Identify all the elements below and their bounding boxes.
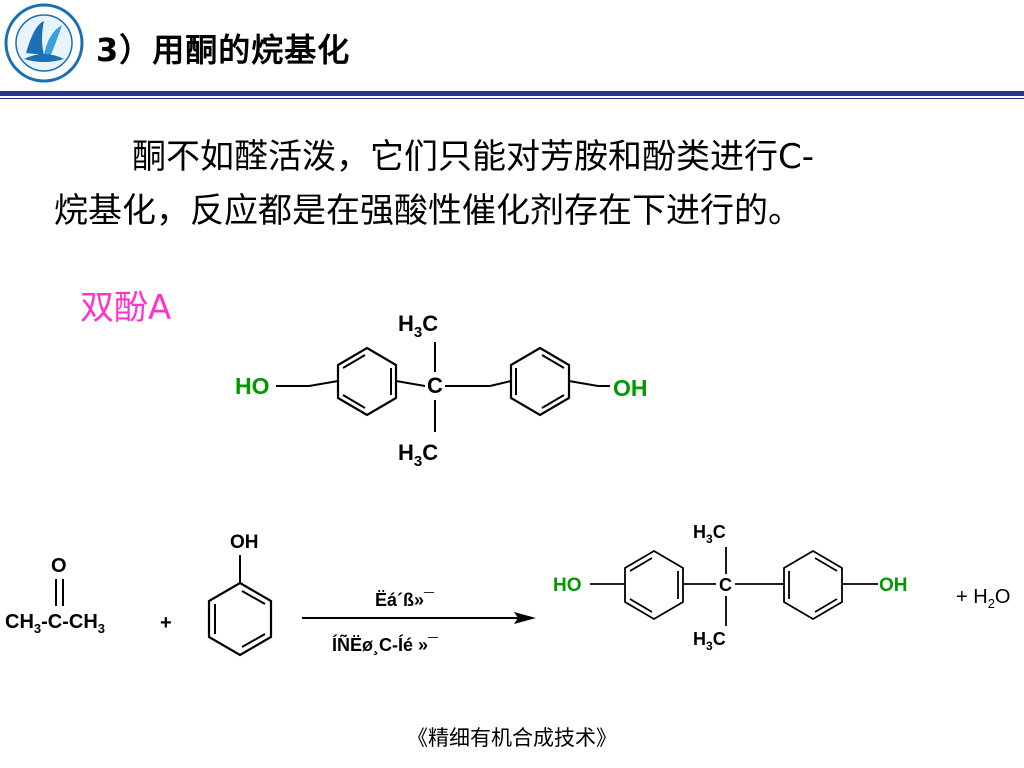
phenol-benzene-ring: [207, 581, 273, 657]
phenol-oh: OH: [230, 532, 259, 553]
body-paragraph: 酮不如醛活泼，它们只能对芳胺和酚类进行C- 烷基化，反应都是在强酸性催化剂存在下…: [54, 130, 954, 238]
arrow-top-label: Ëá´ß»¯: [375, 590, 435, 610]
top-right-benzene-ring: [509, 346, 571, 417]
water-product: + H2O: [956, 586, 1010, 611]
top-ho-group: HO: [235, 373, 270, 399]
title-divider: [0, 91, 1024, 96]
product-methyl-lower: H3C: [693, 629, 726, 653]
reaction-arrow-head: [514, 612, 536, 624]
title-divider-thin: [0, 98, 1024, 99]
plus-sign: +: [160, 612, 172, 634]
product-left-benzene-ring: [624, 549, 684, 621]
top-methyl-lower: H3C: [398, 440, 438, 470]
slide-title: 3）用酮的烷基化: [96, 31, 351, 69]
product-oh-group: OH: [879, 575, 908, 596]
body-line-2: 烷基化，反应都是在强酸性催化剂存在下进行的。: [54, 191, 802, 231]
acetone-formula: CH3-C-CH3: [5, 611, 105, 636]
arrow-bottom-label: ÍÑËø¸C-Íé »¯: [332, 634, 439, 656]
product-center-carbon: C: [719, 575, 732, 595]
product-methyl-upper: H3C: [693, 522, 726, 546]
footer-book-title: 《精细有机合成技术》: [407, 726, 617, 750]
top-methyl-upper: H3C: [398, 311, 438, 341]
acetone-oxygen: O: [51, 555, 67, 577]
product-right-benzene-ring: [783, 549, 843, 621]
top-left-benzene-ring: [336, 346, 398, 417]
product-ho-group: HO: [553, 575, 582, 596]
bisphenol-a-label: 双酚A: [80, 288, 172, 328]
top-oh-group: OH: [613, 375, 648, 401]
top-center-carbon: C: [427, 373, 443, 398]
body-line-1: 酮不如醛活泼，它们只能对芳胺和酚类进行C-: [132, 137, 815, 177]
school-logo-icon: [4, 3, 84, 83]
